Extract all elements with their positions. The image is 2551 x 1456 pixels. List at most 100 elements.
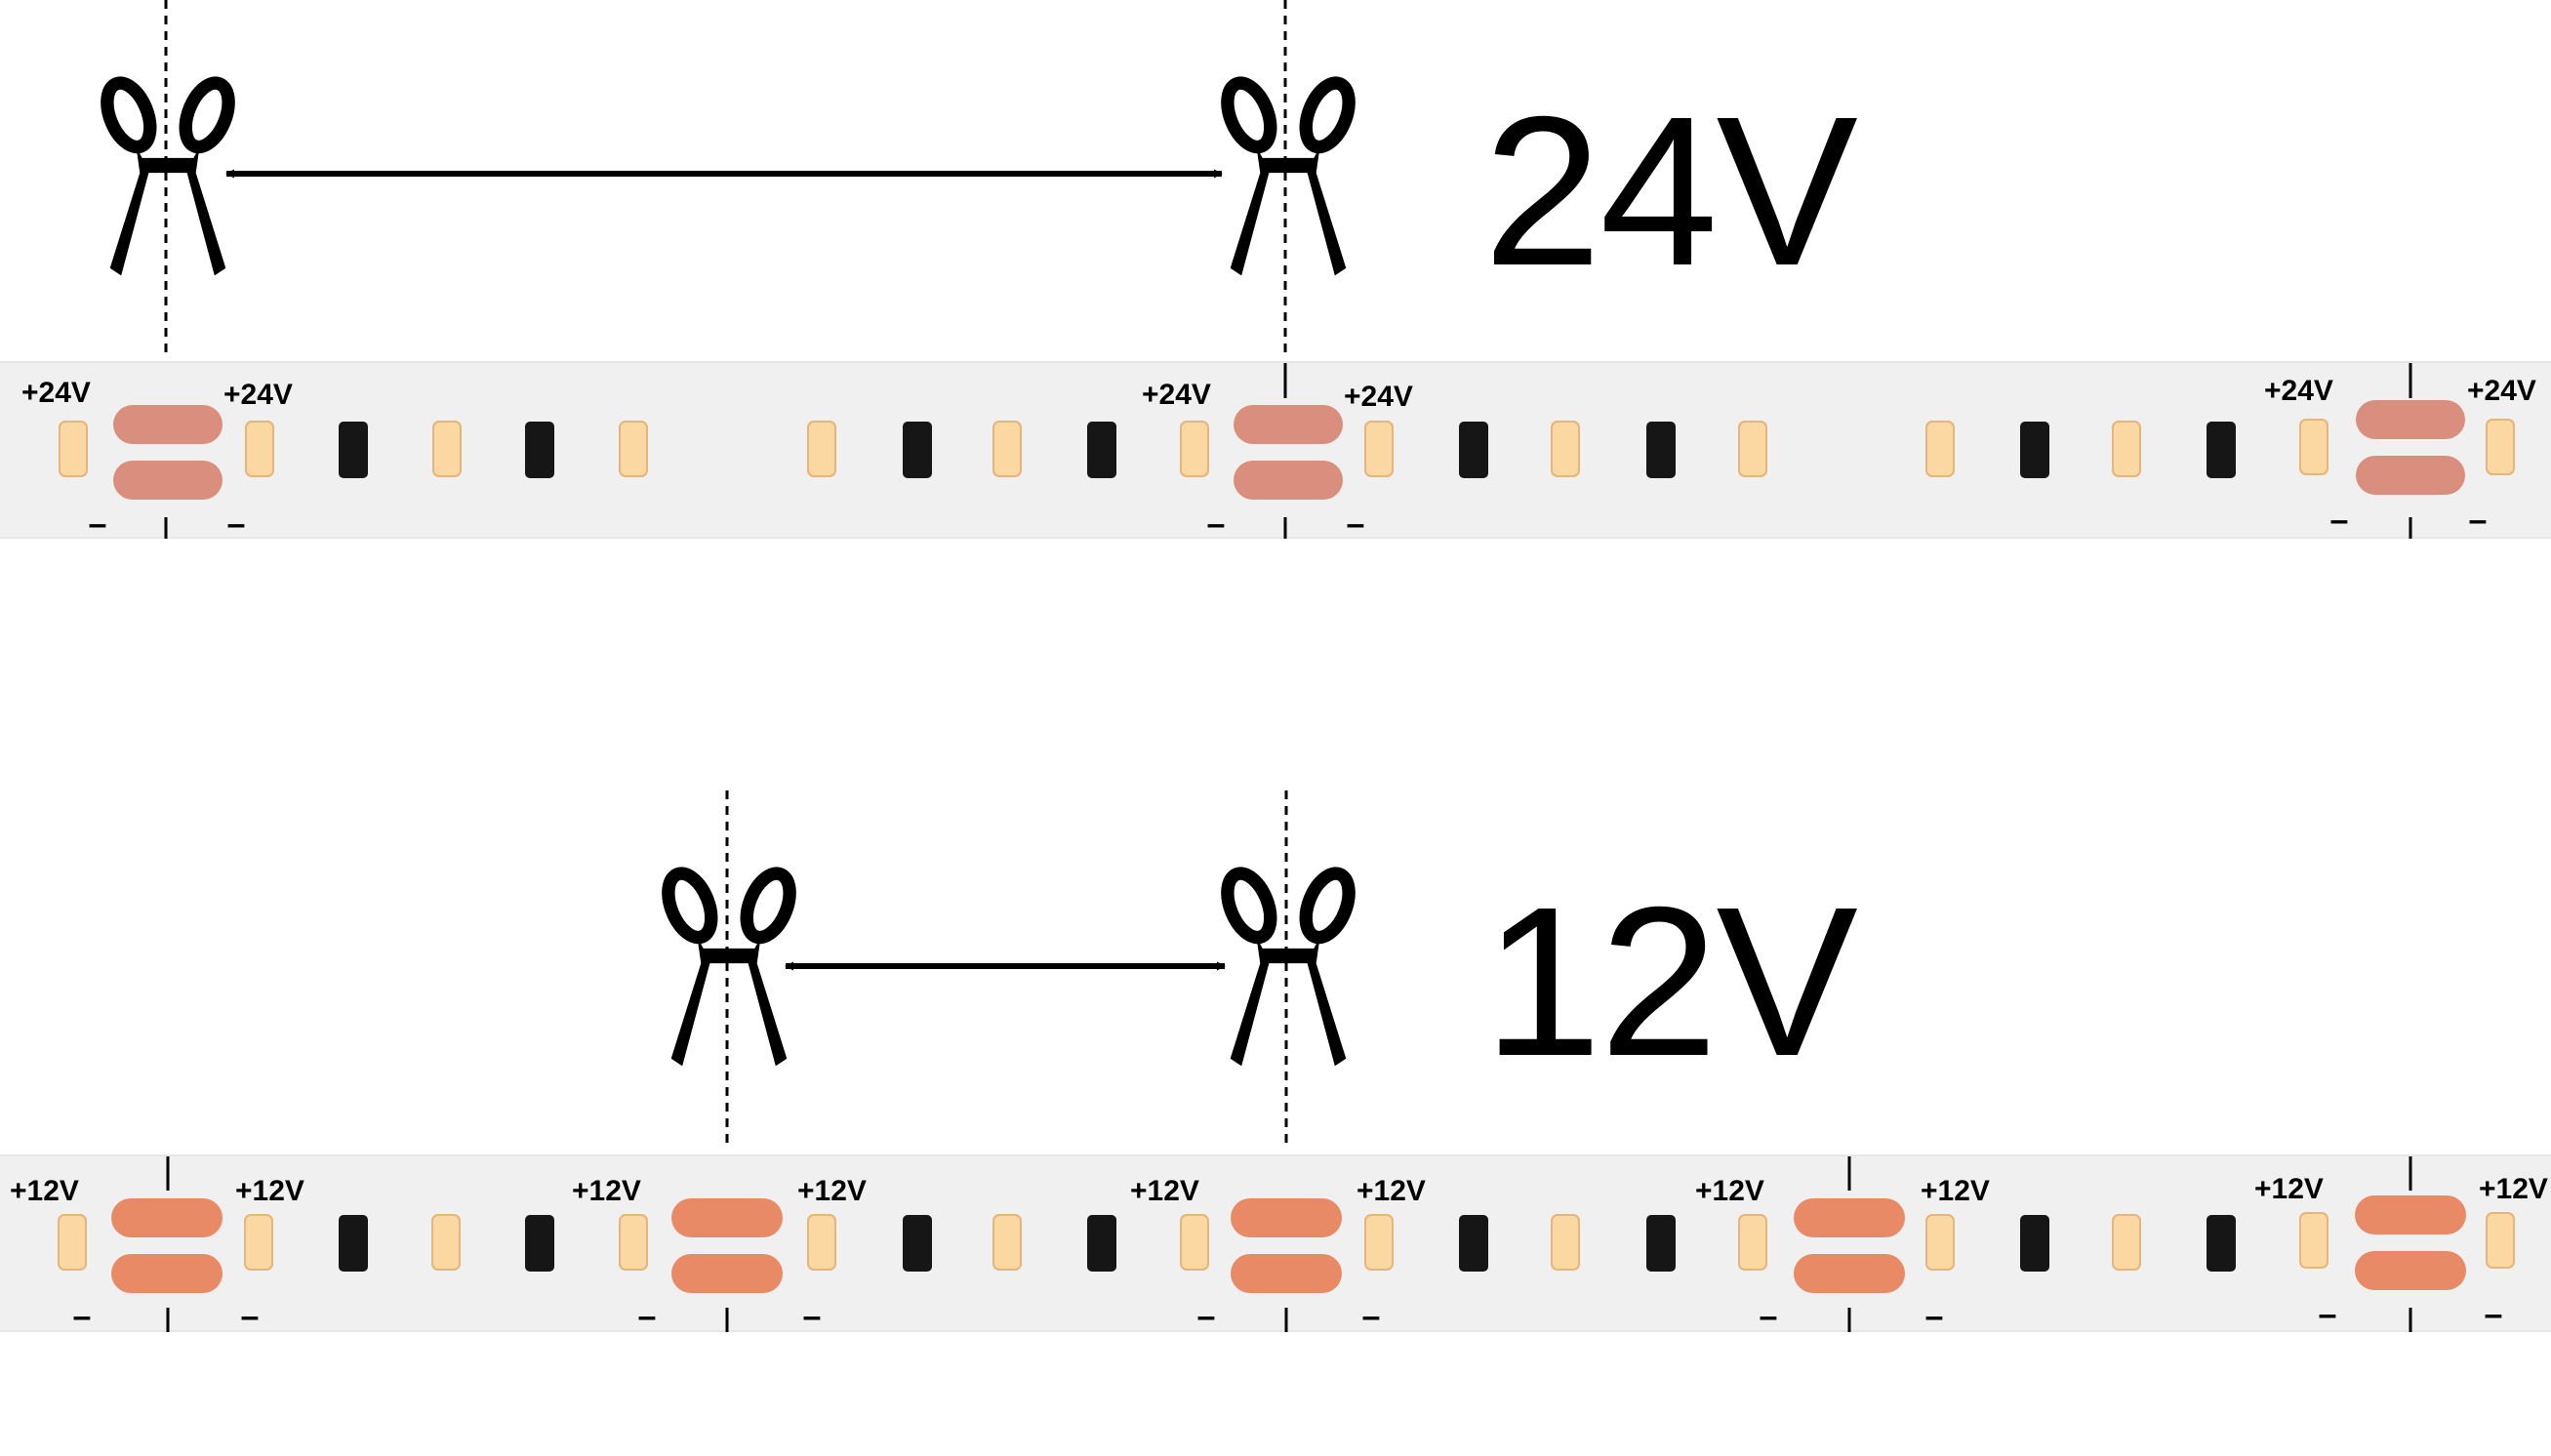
resistor [1459,1215,1488,1272]
pad-minus-label: – [2319,1296,2337,1333]
pad-plus-label: +12V [797,1175,867,1207]
resistor [2020,1215,2049,1272]
led-chip [432,421,462,477]
scissors-icon [1219,77,1357,276]
pad-plus-label: +12V [2479,1173,2548,1205]
pad-plus-label: +12V [1356,1175,1426,1207]
led-chip [619,421,648,477]
resistor [903,422,932,478]
led-chip [1925,421,1955,477]
resistor [1646,422,1676,478]
resistor [2020,422,2049,478]
pad-plus-label: +12V [1695,1175,1764,1207]
led-strip [0,1154,2551,1332]
led-chip [244,1214,273,1271]
led-chip [2299,1212,2328,1269]
pad-plus-label: +24V [21,377,91,409]
solder-pad [2356,456,2465,495]
led-chip [1738,1214,1767,1271]
voltage-label: 12V [1483,864,1858,1101]
solder-pad [111,1254,223,1293]
pad-minus-label: – [89,506,107,543]
led-row [59,419,2515,477]
solder-pad-pair [1234,405,1343,500]
resistor [339,1215,368,1272]
led-chip [431,1214,461,1271]
led-chip [2299,419,2328,475]
solder-pad-pair [671,1198,783,1293]
pad-plus-label: +24V [1344,381,1413,413]
led-chip [2112,1214,2141,1271]
pad-minus-label: – [1197,1298,1216,1335]
led-chip [2486,419,2515,475]
scissors-icon [1219,868,1357,1067]
pad-minus-label: – [2485,1296,2503,1333]
pad-minus-label: – [1760,1298,1778,1335]
solder-pad-pair [111,1198,223,1293]
resistor [525,422,554,478]
led-chip [1180,421,1209,477]
pad-plus-label: +12V [235,1175,304,1207]
solder-pad [2355,1195,2466,1234]
led-chip [619,1214,648,1271]
led-chip [992,1214,1022,1271]
led-chip [807,421,836,477]
solder-pad-pair [2355,1195,2466,1290]
resistor [339,422,368,478]
pad-plus-label: +24V [223,379,293,411]
resistor [1087,1215,1116,1272]
pad-minus-label: – [1925,1298,1944,1335]
pad-minus-label: – [1362,1298,1381,1335]
solder-pad [1234,461,1343,500]
pad-plus-label: +24V [1142,379,1211,411]
solder-pad [1231,1198,1342,1237]
pad-plus-label: +24V [2264,375,2333,407]
pad-minus-label: – [227,506,246,543]
led-chip [992,421,1022,477]
solder-pad [1231,1254,1342,1293]
led-chip [807,1214,836,1271]
solder-pad [113,405,223,444]
led-chip [1551,1214,1580,1271]
scissors-icon [99,77,237,276]
solder-pad [1794,1198,1905,1237]
led-chip [58,1214,87,1271]
led-chip [1364,1214,1394,1271]
led-row [58,1212,2515,1271]
resistor [2207,1215,2236,1272]
solder-pad-pair [1794,1198,1905,1293]
led-chip [245,421,274,477]
pad-minus-label: – [2469,502,2488,539]
pad-minus-label: – [2330,502,2349,539]
resistor [1459,422,1488,478]
solder-pad-pair [113,405,223,500]
solder-pad [2356,400,2465,439]
section-24v: +24V +24V +24V +24V +24V +24V – – – – – … [0,0,2551,543]
resistor [1646,1215,1676,1272]
led-chip [1364,421,1394,477]
pad-minus-label: – [1207,506,1226,543]
led-strip [0,361,2551,539]
led-chip [1180,1214,1209,1271]
led-chip [1551,421,1580,477]
pad-minus-label: – [638,1298,657,1335]
pad-minus-label: – [1347,506,1365,543]
pad-plus-label: +12V [2254,1173,2324,1205]
solder-pad [1794,1254,1905,1293]
resistor-row [339,422,2236,478]
resistor [2207,422,2236,478]
pad-plus-label: +12V [10,1175,79,1207]
solder-pad [671,1254,783,1293]
solder-pad [2355,1251,2466,1290]
resistor [903,1215,932,1272]
led-chip [2486,1212,2515,1269]
led-chip [2112,421,2141,477]
scissors-icon [660,868,798,1067]
resistor [1087,422,1116,478]
resistor [525,1215,554,1272]
pad-plus-label: +12V [1130,1175,1199,1207]
solder-pad-pair [1231,1198,1342,1293]
pad-minus-label: – [73,1298,92,1335]
pad-minus-label: – [803,1298,822,1335]
